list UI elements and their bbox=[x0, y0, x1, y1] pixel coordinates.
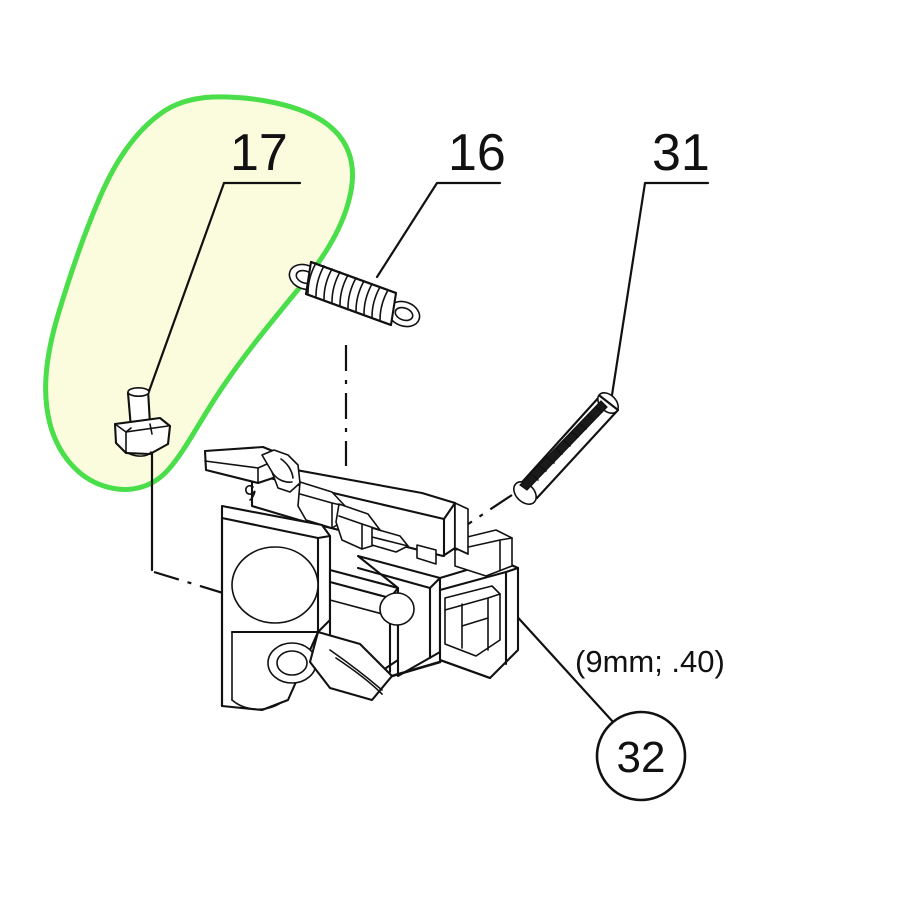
part-17-stud bbox=[113, 386, 172, 457]
part-31-roll-pin bbox=[513, 392, 620, 505]
callout-32-text: 32 bbox=[617, 733, 666, 782]
part-label-16[interactable]: 16 bbox=[448, 124, 506, 182]
part-17-highlight-region bbox=[43, 94, 355, 492]
part-32-housing bbox=[203, 445, 520, 712]
part-label-31[interactable]: 31 bbox=[652, 124, 710, 182]
part-label-17[interactable]: 17 bbox=[230, 124, 288, 182]
leader-31 bbox=[610, 181, 710, 397]
centerline-stud-diag bbox=[153, 570, 247, 602]
caliber-note: (9mm; .40) bbox=[575, 644, 725, 679]
callout-balloon-32[interactable]: 32 bbox=[595, 710, 687, 802]
roll-pin-hatching bbox=[531, 406, 603, 481]
leader-16 bbox=[375, 181, 502, 279]
leader-17 bbox=[141, 181, 302, 410]
part-16-spring bbox=[288, 260, 421, 328]
spring-coils bbox=[307, 262, 389, 321]
